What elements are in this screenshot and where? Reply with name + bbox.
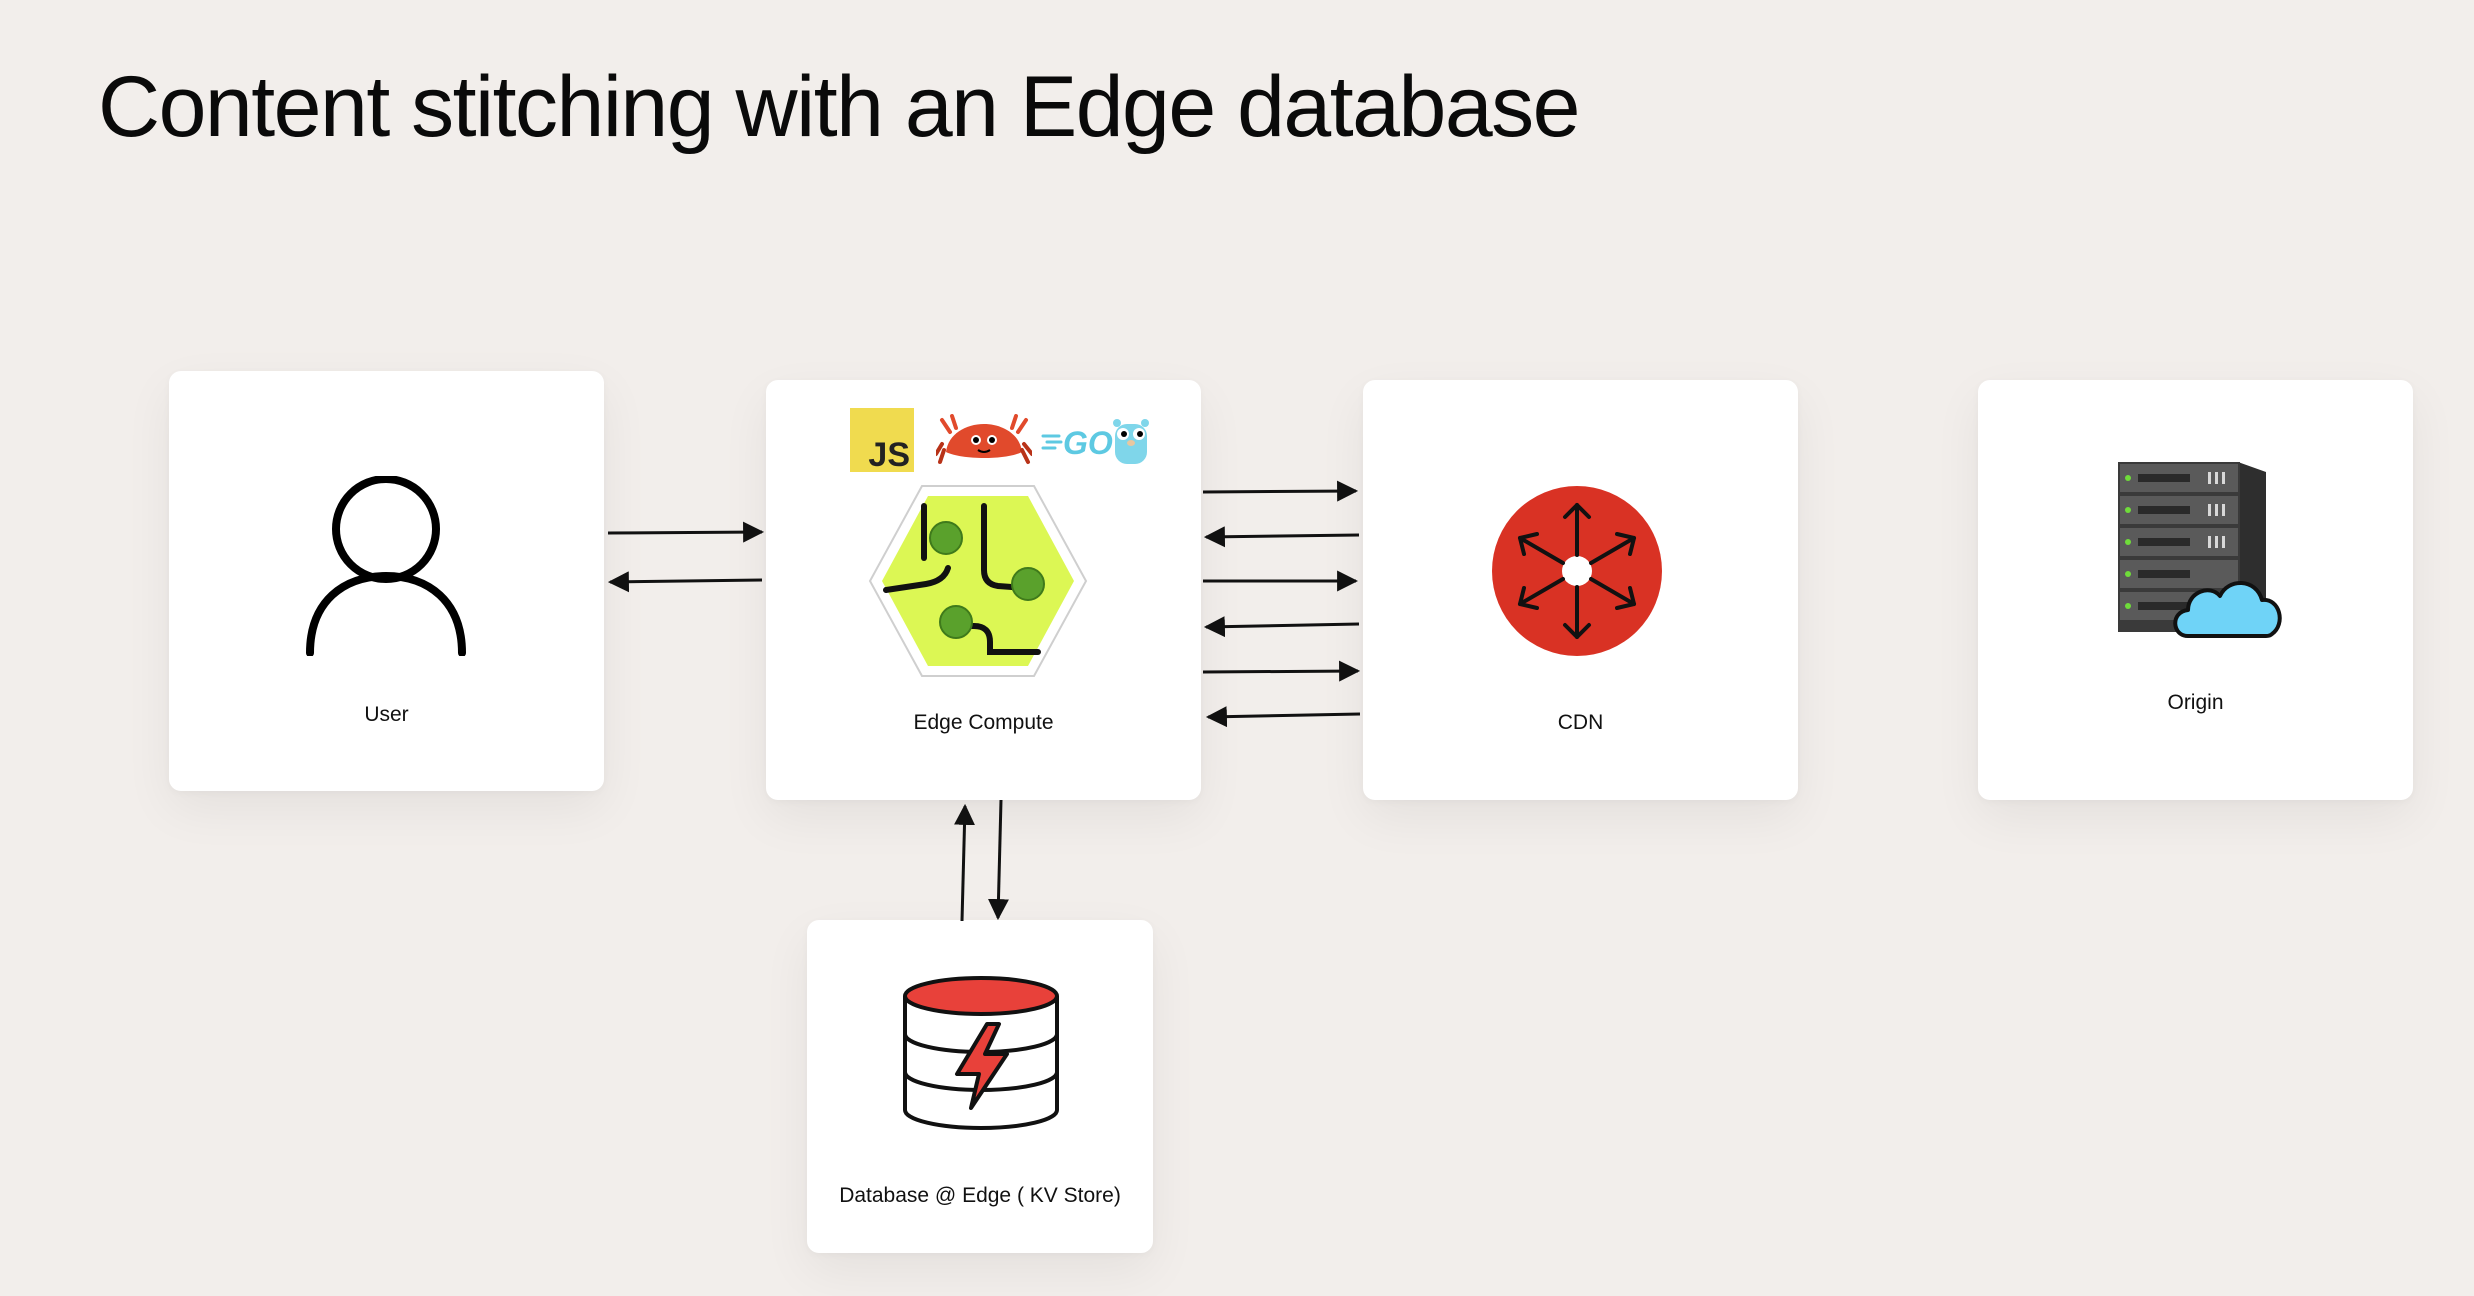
javascript-logo-icon: JS [850, 408, 914, 472]
origin-node[interactable]: Origin [1978, 380, 2413, 800]
arrow-user-to-edge [607, 521, 765, 543]
arrow-edge-to-user [607, 571, 763, 593]
cdn-label: CDN [1557, 711, 1604, 734]
page-title: Content stitching with an Edge database [98, 59, 1580, 155]
edge-compute-node[interactable]: JS GO Edge Compute [766, 380, 1201, 800]
edge-compute-label: Edge Compute [913, 711, 1054, 734]
server-cloud-icon [2118, 462, 2282, 638]
cdn-node[interactable]: CDN [1363, 380, 1798, 800]
arrow-edge-to-db [987, 799, 1009, 921]
edge-compute-hexagon-icon [868, 485, 1088, 677]
rust-ferris-crab-icon [936, 414, 1032, 464]
arrow-cdn-to-edge-3 [1205, 706, 1361, 728]
arrow-edge-to-cdn-3 [1202, 660, 1361, 682]
arrow-db-to-edge [954, 803, 976, 922]
user-label: User [364, 703, 409, 726]
database-label: Database @ Edge ( KV Store) [839, 1184, 1121, 1207]
database-node[interactable]: Database @ Edge ( KV Store) [807, 920, 1153, 1253]
arrow-cdn-to-edge-1 [1203, 526, 1360, 548]
cdn-icon [1492, 486, 1662, 656]
go-logo-text: GO [1063, 425, 1113, 461]
origin-label: Origin [2167, 691, 2224, 714]
user-node[interactable]: User [169, 371, 604, 791]
go-gopher-logo-icon: GO [1041, 419, 1149, 464]
user-icon [306, 476, 466, 656]
js-logo-text: JS [868, 436, 910, 472]
arrow-edge-to-cdn-1 [1202, 480, 1359, 502]
arrow-cdn-to-edge-2 [1203, 616, 1360, 638]
database-lightning-icon [903, 976, 1059, 1130]
